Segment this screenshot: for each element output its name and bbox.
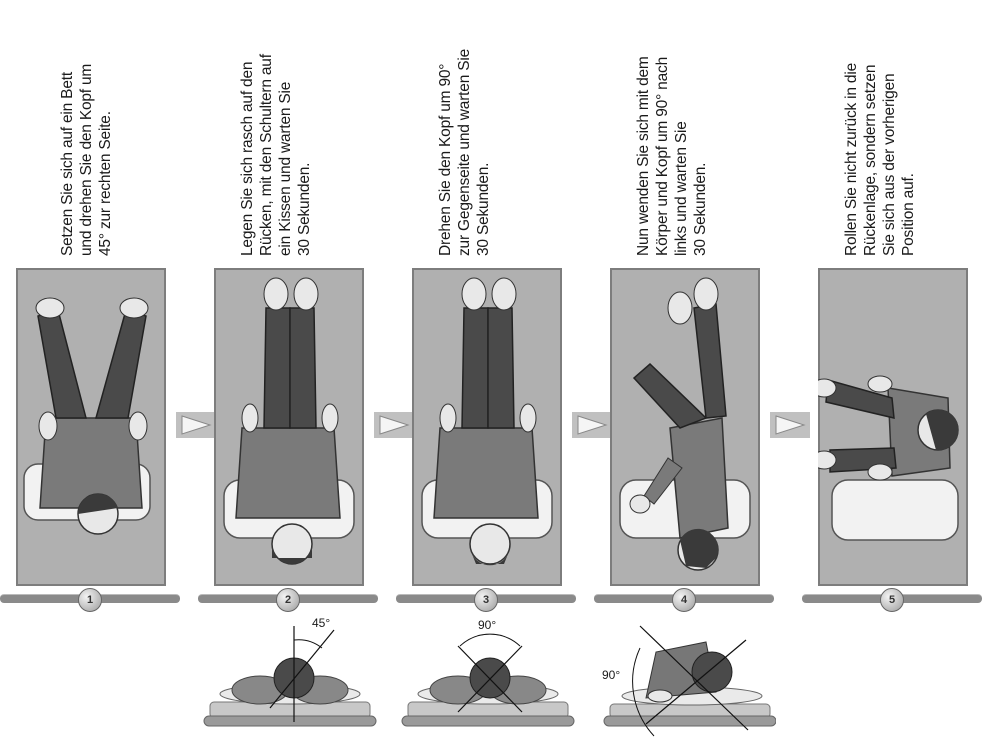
head	[470, 524, 510, 564]
right-leg	[290, 308, 316, 428]
caption-line: Legen Sie sich rasch auf den	[238, 8, 257, 256]
left-foot	[264, 278, 288, 310]
step-caption: Setzen Sie sich auf ein Bett und drehen …	[58, 8, 206, 256]
caption-line: 30 Sekunden.	[691, 8, 710, 256]
angle-label: 45°	[312, 616, 330, 630]
lying-head-turned-illustration	[412, 268, 562, 586]
torso	[670, 418, 728, 538]
bed-frame	[604, 716, 776, 726]
step-number-badge: 5	[880, 588, 904, 612]
step-caption: Nun wenden Sie sich mit dem Körper und K…	[634, 8, 782, 256]
caption-line: ein Kissen und warten Sie	[276, 8, 295, 256]
left-leg	[634, 364, 706, 428]
step-number-badge: 4	[672, 588, 696, 612]
step-caption: Drehen Sie den Kopf um 90° zur Gegenseit…	[436, 8, 584, 256]
right-hand	[322, 404, 338, 432]
bed-frame	[402, 716, 574, 726]
step-2: Legen Sie sich rasch auf den Rücken, mit…	[198, 0, 378, 610]
body-angle-detail: 90°	[596, 612, 776, 742]
caption-line: Rücken, mit den Schultern auf	[257, 8, 276, 256]
right-foot	[694, 278, 718, 310]
left-leg	[38, 310, 86, 418]
caption-line: 30 Sekunden.	[474, 8, 493, 256]
step-number-badge: 1	[78, 588, 102, 612]
bed-frame	[204, 716, 376, 726]
right-hand	[520, 404, 536, 432]
step-4: Nun wenden Sie sich mit dem Körper und K…	[594, 0, 774, 610]
left-hand	[39, 412, 57, 440]
side-lying-figure-illustration	[610, 268, 760, 586]
step-number-badge: 3	[474, 588, 498, 612]
caption-line: Setzen Sie sich auf ein Bett	[58, 8, 77, 256]
upper-hand	[868, 376, 892, 392]
angle-arc	[460, 634, 520, 646]
step-3: Drehen Sie den Kopf um 90° zur Gegenseit…	[396, 0, 576, 610]
right-foot	[492, 278, 516, 310]
caption-line: zur Gegenseite und warten Sie	[455, 8, 474, 256]
left-leg	[264, 308, 290, 428]
caption-line: links und warten Sie	[672, 8, 691, 256]
angle-arc	[294, 640, 322, 648]
angle-label: 90°	[478, 618, 496, 632]
caption-line: Nun wenden Sie sich mit dem	[634, 8, 653, 256]
caption-line: Rückenlage, sondern setzen	[861, 8, 880, 256]
step-caption: Rollen Sie nicht zurück in die Rückenlag…	[842, 8, 984, 256]
lying-figure-illustration	[214, 268, 364, 586]
right-leg	[488, 308, 514, 428]
caption-line: und drehen Sie den Kopf um	[77, 8, 96, 256]
lower-foot	[818, 451, 836, 469]
lower-hand	[868, 464, 892, 480]
sitting-figure-illustration	[16, 268, 166, 586]
left-foot	[36, 298, 64, 318]
left-leg	[462, 308, 488, 428]
caption-line: Körper und Kopf um 90° nach	[653, 8, 672, 256]
caption-line: Drehen Sie den Kopf um 90°	[436, 8, 455, 256]
torso	[236, 428, 340, 518]
head-angle-detail-2: 90°	[398, 612, 578, 742]
caption-line: Position auf.	[899, 8, 918, 256]
body-rotation-diagram	[596, 612, 776, 742]
caption-line: Sie sich aus der vorherigen	[880, 8, 899, 256]
step-number-badge: 2	[276, 588, 300, 612]
pillow	[832, 480, 958, 540]
angle-label: 90°	[602, 668, 620, 682]
hand	[648, 690, 672, 702]
caption-line: 45° zur rechten Seite.	[96, 8, 115, 256]
left-hand	[242, 404, 258, 432]
head-rotation-diagram	[200, 612, 380, 742]
hand	[630, 495, 650, 513]
left-foot	[668, 292, 692, 324]
right-hand	[129, 412, 147, 440]
right-foot	[120, 298, 148, 318]
right-leg	[96, 310, 146, 418]
step-5: Rollen Sie nicht zurück in die Rückenlag…	[802, 0, 982, 610]
right-leg	[694, 304, 726, 418]
caption-line: Rollen Sie nicht zurück in die	[842, 8, 861, 256]
head	[692, 652, 732, 692]
sitting-up-figure-illustration	[818, 268, 968, 586]
left-foot	[462, 278, 486, 310]
torso	[434, 428, 538, 518]
step-1: Setzen Sie sich auf ein Bett und drehen …	[0, 0, 180, 610]
right-foot	[294, 278, 318, 310]
step-caption: Legen Sie sich rasch auf den Rücken, mit…	[238, 8, 386, 256]
left-hand	[440, 404, 456, 432]
head-angle-detail-1: 45°	[200, 612, 380, 742]
caption-line: 30 Sekunden.	[295, 8, 314, 256]
upper-foot	[818, 379, 836, 397]
